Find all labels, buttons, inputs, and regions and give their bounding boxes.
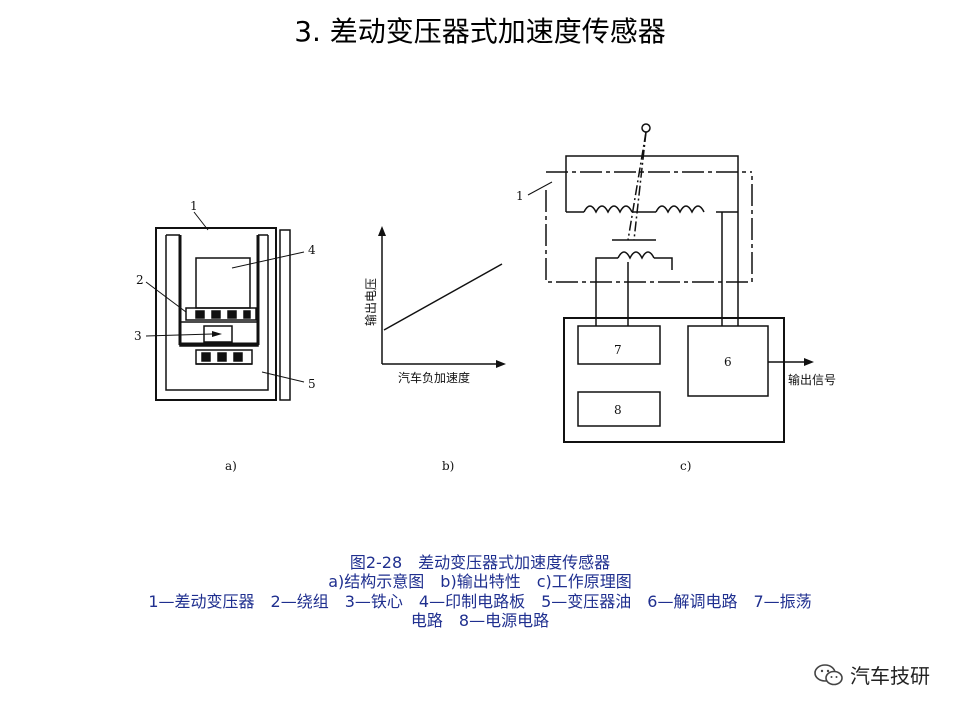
callout-3: 3	[134, 329, 142, 343]
callout-2: 2	[136, 273, 144, 287]
callout-4: 4	[308, 243, 316, 257]
box-8-label: 8	[614, 403, 622, 417]
callout-5: 5	[308, 377, 316, 391]
watermark-text: 汽车技研	[850, 664, 930, 688]
caption-line-4: 电路 8—电源电路	[410, 611, 550, 630]
box-7-label: 7	[614, 343, 622, 357]
wechat-icon	[814, 663, 843, 685]
callout-1-a: 1	[190, 199, 198, 213]
panel-c-principle	[527, 123, 814, 443]
output-signal-label: 输出信号	[788, 372, 836, 387]
panel-a-label: a)	[225, 459, 237, 473]
y-axis-label: 输出电压	[363, 278, 378, 326]
caption-line-3: 1—差动变压器 2—绕组 3—铁心 4—印制电路板 5—变压器油 6—解调电路 …	[148, 592, 812, 611]
panel-b-graph	[378, 226, 506, 368]
box-6-label: 6	[724, 355, 732, 369]
page-title: 3. 差动变压器式加速度传感器	[294, 15, 666, 48]
watermark: 汽车技研	[814, 660, 930, 689]
panel-a-structure	[145, 211, 305, 401]
panel-c-label: c)	[680, 459, 691, 473]
caption-line-2: a)结构示意图 b)输出特性 c)工作原理图	[328, 572, 632, 591]
panel-b-label: b)	[442, 459, 454, 473]
caption-line-1: 图2-28 差动变压器式加速度传感器	[349, 553, 611, 572]
x-axis-label: 汽车负加速度	[398, 370, 470, 385]
output-line	[383, 263, 503, 331]
callout-1-c: 1	[516, 189, 524, 203]
